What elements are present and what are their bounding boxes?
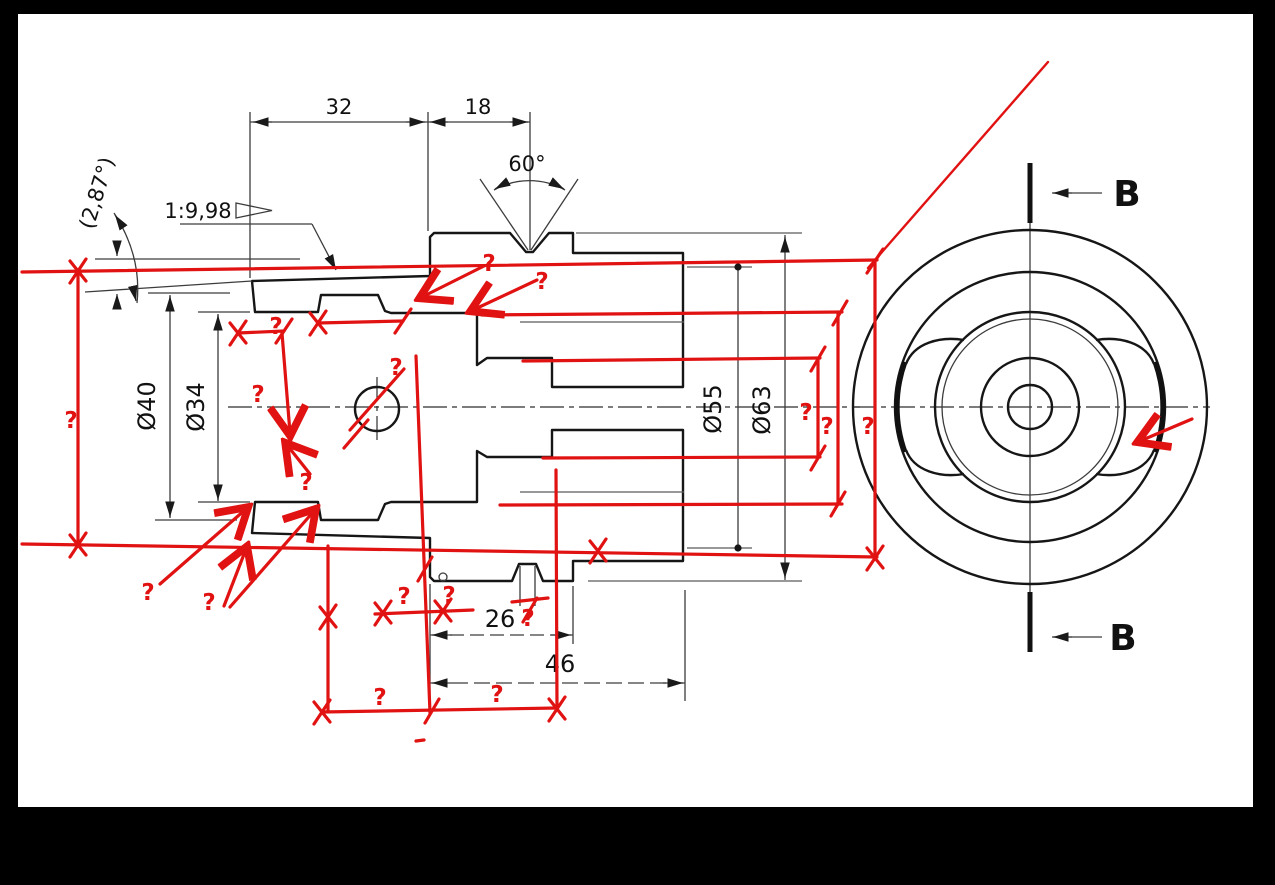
question-mark-annotation: ? — [397, 584, 410, 610]
red-stray-line — [866, 60, 1050, 270]
question-mark-annotation: ? — [299, 470, 312, 496]
dim-dia63-label: Ø63 — [748, 385, 776, 434]
inner-edge-circle — [941, 318, 1119, 496]
left-slot-arc — [894, 361, 908, 453]
taper-bore-circle — [933, 310, 1127, 504]
upper-body-section — [250, 231, 685, 389]
taper-ratio-label: 1:9,98 — [164, 199, 231, 223]
question-mark-annotation: ? — [521, 606, 534, 632]
dim-26-label: 26 — [485, 605, 516, 633]
question-mark-annotation: ? — [64, 408, 77, 434]
center-bore-circle — [1006, 383, 1054, 431]
lower-body-section — [250, 428, 685, 583]
taper-flag-icon — [235, 202, 273, 219]
redline-annotations: ? ? ? ? ? ? ? ? ? ? ? ? ? ? ? ? ? — [20, 60, 1194, 743]
taper-angle-label: (2,87°) — [75, 154, 119, 231]
question-mark-annotation: ? — [389, 355, 402, 381]
question-mark-annotation: ? — [799, 400, 812, 426]
transverse-hole — [353, 385, 401, 433]
question-mark-annotation: ? — [482, 251, 495, 277]
outer-diameter-circle — [851, 228, 1209, 586]
question-mark-annotation: ? — [251, 382, 264, 408]
dim-dia40-label: Ø40 — [133, 381, 161, 430]
question-mark-annotation: ? — [535, 269, 548, 295]
section-label-top: B — [1113, 174, 1140, 215]
question-mark-annotation: ? — [442, 583, 455, 609]
dim-60deg-label: 60° — [508, 152, 545, 176]
red-ref-line-top — [20, 258, 879, 274]
tick — [68, 257, 88, 285]
section-label-bottom: B — [1109, 618, 1136, 659]
dim-32-label: 32 — [326, 95, 353, 119]
question-mark-annotation: ? — [820, 414, 833, 440]
question-mark-annotation: ? — [861, 414, 874, 440]
counterbore-circle — [979, 356, 1081, 458]
question-mark-annotation: ? — [202, 590, 215, 616]
surface-mark — [438, 572, 448, 582]
question-mark-annotation: ? — [141, 580, 154, 606]
red-arrow-end-view — [1140, 419, 1194, 441]
dim-18-label: 18 — [465, 95, 492, 119]
question-mark-annotation: ? — [269, 314, 282, 340]
question-mark-annotation: ? — [490, 682, 503, 708]
dim-dia34-label: Ø34 — [182, 382, 210, 431]
red-ref-line-bottom — [20, 542, 879, 559]
question-mark-annotation: ? — [373, 685, 386, 711]
dim-dia55-label: Ø55 — [699, 384, 727, 433]
drawing-sheet — [18, 14, 1253, 807]
end-view: B B — [851, 163, 1210, 659]
dim-46-label: 46 — [545, 650, 576, 678]
section-view: 32 18 60° 1:9,98 (2,87°) — [75, 95, 860, 701]
